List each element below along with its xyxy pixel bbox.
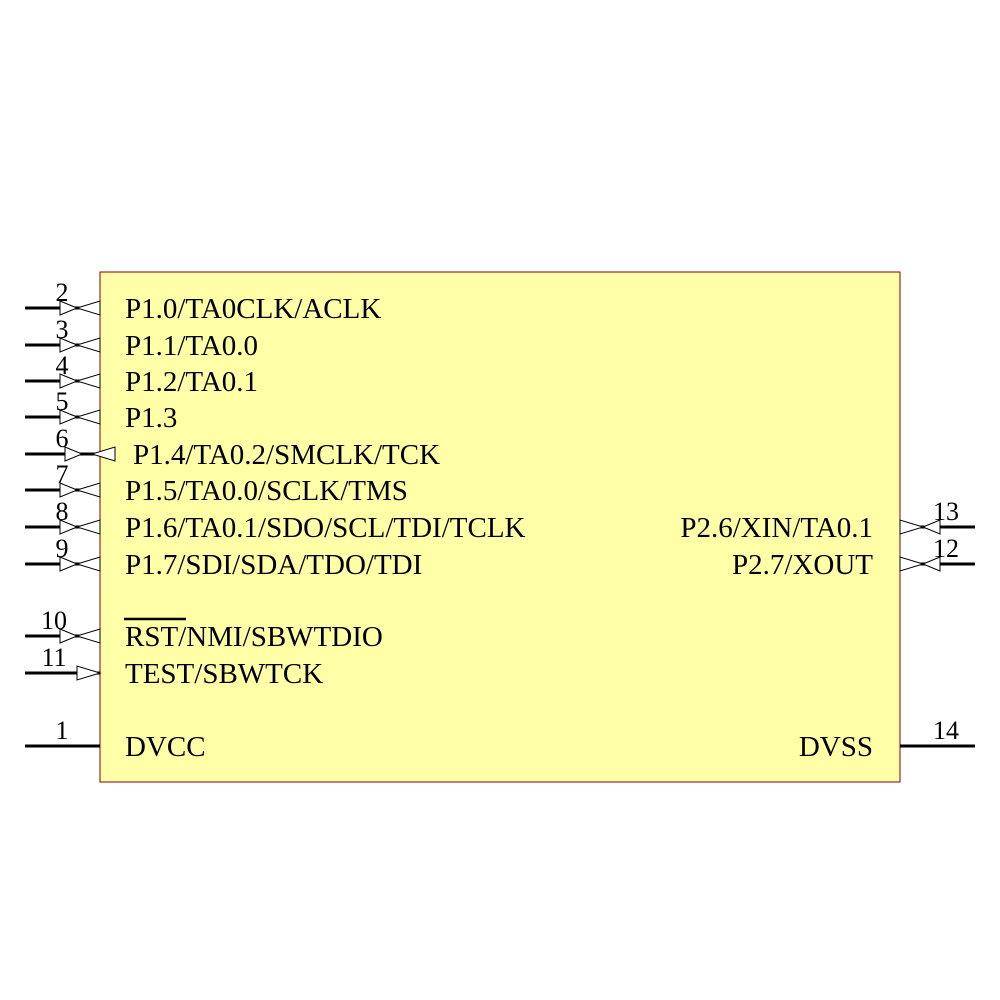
pin-label: P1.4/TA0.2/SMCLK/TCK (133, 439, 440, 471)
pin-number: 5 (56, 387, 69, 416)
pin-number: 10 (41, 606, 67, 635)
pin-8: 8 P1.6/TA0.1/SDO/SCL/TDI/TCLK (25, 497, 526, 544)
pin-13: 13 P2.6/XIN/TA0.1 (680, 497, 975, 544)
pin-1: 1 DVCC (25, 716, 206, 763)
pin-6: 6 P1.4/TA0.2/SMCLK/TCK (25, 424, 440, 471)
pin-11: 11 TEST/SBWTCK (25, 643, 323, 690)
pin-label: P1.6/TA0.1/SDO/SCL/TDI/TCLK (125, 512, 526, 544)
bidirectional-arrow-icon (59, 556, 101, 572)
pin-7: 7 P1.5/TA0.0/SCLK/TMS (25, 460, 408, 507)
bidirectional-arrow-icon (899, 556, 941, 572)
pin-label: P1.0/TA0CLK/ACLK (125, 293, 381, 325)
pin-4: 4 P1.2/TA0.1 (25, 351, 258, 398)
pin-3: 3 P1.1/TA0.0 (25, 315, 258, 362)
bidirectional-arrow-icon (59, 628, 101, 644)
input-arrow-icon (76, 665, 102, 681)
pin-2: 2 P1.0/TA0CLK/ACLK (25, 278, 381, 325)
pin-number: 13 (933, 497, 959, 526)
bidirectional-arrow-icon (59, 337, 101, 353)
bidirectional-arrow-icon (899, 519, 941, 535)
pin-label: P2.6/XIN/TA0.1 (680, 512, 873, 544)
pin-number: 14 (933, 716, 959, 745)
pin-9: 9 P1.7/SDI/SDA/TDO/TDI (25, 534, 422, 581)
pin-label: P1.7/SDI/SDA/TDO/TDI (125, 549, 422, 581)
pin-number: 6 (56, 424, 69, 453)
pin-number: 9 (56, 534, 69, 563)
pin-number: 11 (41, 643, 66, 672)
ic-body (99, 271, 901, 783)
pin-number: 7 (56, 460, 69, 489)
pin-14: 14 DVSS (799, 716, 975, 763)
pin-label: RST/NMI/SBWTDIO (125, 621, 383, 653)
pin-label: TEST/SBWTCK (125, 658, 323, 690)
pin-number: 1 (56, 716, 69, 745)
reset-overbar-text: RST (125, 621, 178, 653)
bidirectional-arrow-icon (59, 300, 101, 316)
pin-label: DVSS (799, 731, 873, 763)
bidirectional-arrow-icon (59, 409, 101, 425)
pin-label-rest: /NMI/SBWTDIO (178, 621, 383, 653)
pin-number: 12 (933, 534, 959, 563)
pin-label: P1.2/TA0.1 (125, 366, 258, 398)
bidirectional-arrow-icon (59, 373, 101, 389)
bidirectional-arrow-icon (59, 482, 101, 498)
pin-label: P2.7/XOUT (732, 549, 873, 581)
pin-number: 4 (56, 351, 69, 380)
pin-number: 3 (56, 315, 69, 344)
pin-label: P1.5/TA0.0/SCLK/TMS (125, 475, 408, 507)
bidirectional-arrow-icon (64, 446, 116, 462)
pin-label: P1.1/TA0.0 (125, 330, 258, 362)
bidirectional-arrow-icon (59, 519, 101, 535)
pin-10: 10 RST/NMI/SBWTDIO (25, 606, 383, 653)
pin-label: DVCC (125, 731, 206, 763)
pin-number: 2 (56, 278, 69, 307)
pin-label: P1.3 (125, 402, 177, 434)
pin-5: 5 P1.3 (25, 387, 177, 434)
pin-number: 8 (56, 497, 69, 526)
pin-12: 12 P2.7/XOUT (732, 534, 975, 581)
